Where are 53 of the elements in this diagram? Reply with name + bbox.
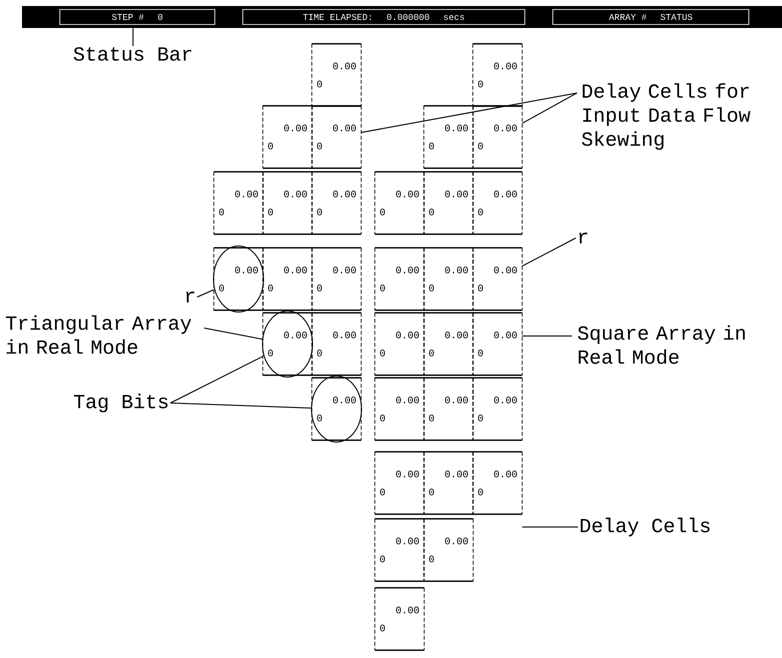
array-cell: 0.00 0 [311, 247, 362, 311]
callout-text: Triangular Array in Real Mode [6, 315, 192, 354]
leader-line [196, 289, 214, 298]
array-cell: 0.00 0 [423, 451, 474, 515]
array-cell: 0.00 0 [262, 105, 313, 169]
leader-line [204, 328, 264, 340]
array-cell: 0.00 0 [213, 171, 264, 235]
callout-text: Tag Bits [74, 394, 168, 412]
array-cell: 0.00 0 [423, 247, 474, 311]
array-cell: 0.00 0 [472, 312, 523, 376]
callout-text: Delay Cells for Input Data Flow Skewing [582, 83, 750, 150]
array-cell: 0.00 0 [374, 587, 425, 651]
callout-text: r [579, 232, 588, 244]
array-cell: 0.00 0 [423, 105, 474, 169]
array-cell: 0.00 0 [213, 247, 264, 311]
array-cell: 0.00 0 [423, 377, 474, 441]
array-cell: 0.00 0 [472, 171, 523, 235]
status-field: TIME ELAPSED: 0.000000 secs [242, 9, 526, 25]
status-field: ARRAY # STATUS [552, 9, 750, 25]
array-cell: 0.00 0 [311, 43, 362, 107]
leader-line [522, 238, 576, 267]
array-cell: 0.00 0 [472, 105, 523, 169]
array-cell: 0.00 0 [423, 518, 474, 582]
callout-text: Delay Cells [580, 518, 710, 536]
leader-line [522, 526, 578, 528]
array-cell: 0.00 0 [262, 312, 313, 376]
array-cell: 0.00 0 [472, 451, 523, 515]
array-cell: 0.00 0 [262, 247, 313, 311]
array-cell: 0.00 0 [374, 377, 425, 441]
leader-line [170, 356, 264, 404]
array-cell: 0.00 0 [311, 171, 362, 235]
callout-text: Status Bar [74, 47, 192, 61]
callout-text: r [186, 292, 194, 302]
array-cell: 0.00 0 [374, 247, 425, 311]
array-cell: 0.00 0 [472, 43, 523, 107]
leader-line [132, 28, 134, 46]
array-cell: 0.00 0 [472, 247, 523, 311]
leader-line [522, 92, 578, 124]
array-cell: 0.00 0 [374, 171, 425, 235]
array-cell: 0.00 0 [311, 105, 362, 169]
array-cell: 0.00 0 [423, 171, 474, 235]
array-cell: 0.00 0 [374, 451, 425, 515]
array-cell: 0.00 0 [311, 377, 362, 441]
array-cell: 0.00 0 [311, 312, 362, 376]
array-cell: 0.00 0 [472, 377, 523, 441]
array-cell: 0.00 0 [262, 171, 313, 235]
array-cell: 0.00 0 [374, 518, 425, 582]
array-cell: 0.00 0 [374, 312, 425, 376]
leader-line [360, 92, 578, 133]
callout-text: Square Array in Real Mode [578, 325, 745, 364]
status-field: STEP # 0 [59, 9, 216, 25]
array-cell: 0.00 0 [423, 312, 474, 376]
leader-line [170, 402, 312, 409]
